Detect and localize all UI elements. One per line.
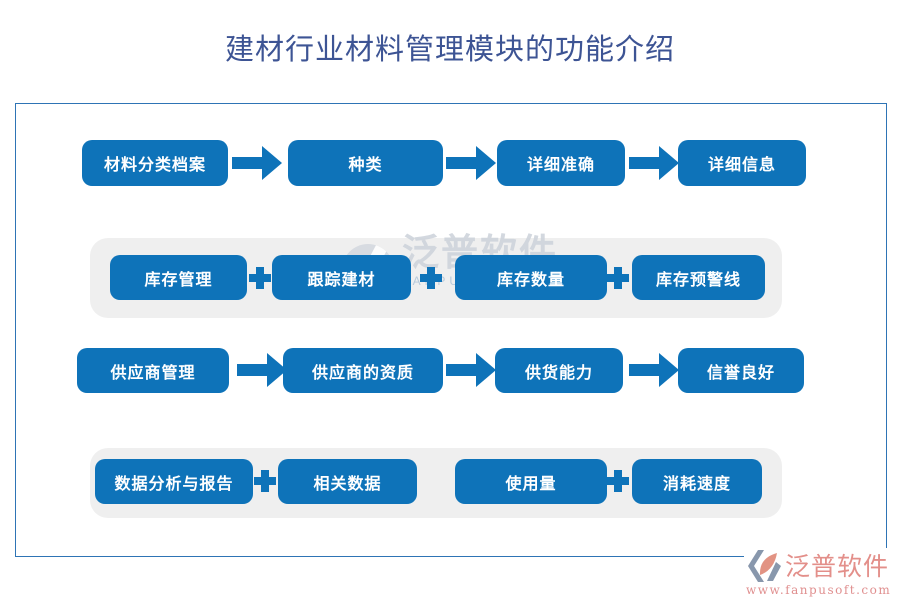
page-title: 建材行业材料管理模块的功能介绍 xyxy=(224,32,675,66)
plus-icon xyxy=(607,267,629,289)
node-detail-info: 详细信息 xyxy=(678,140,806,186)
node-supply-capacity: 供货能力 xyxy=(495,348,623,393)
node-good-reputation: 信誉良好 xyxy=(678,348,804,393)
node-accurate-detail: 详细准确 xyxy=(497,140,625,186)
node-supplier-mgmt: 供应商管理 xyxy=(77,348,229,393)
fanpu-logo-icon xyxy=(748,550,781,582)
node-type: 种类 xyxy=(288,140,443,186)
fanpu-logo: 泛普软件 www.fanpusoft.com xyxy=(744,548,894,597)
fanpu-logo-text: 泛普软件 xyxy=(785,551,890,581)
node-material-archive: 材料分类档案 xyxy=(82,140,228,186)
node-supplier-qualification: 供应商的资质 xyxy=(283,348,443,393)
arrow-icon xyxy=(446,353,496,387)
fanpu-logo-url: www.fanpusoft.com xyxy=(746,583,892,597)
node-data-analysis-report: 数据分析与报告 xyxy=(95,459,253,504)
arrow-icon xyxy=(232,146,282,180)
arrow-icon xyxy=(237,353,287,387)
arrow-icon xyxy=(629,146,679,180)
arrow-icon xyxy=(446,146,496,180)
arrow-icon xyxy=(629,353,679,387)
plus-icon xyxy=(607,470,629,492)
node-inventory-mgmt: 库存管理 xyxy=(110,255,247,300)
node-track-materials: 跟踪建材 xyxy=(272,255,411,300)
node-consumption-rate: 消耗速度 xyxy=(632,459,762,504)
node-related-data: 相关数据 xyxy=(278,459,417,504)
node-inventory-qty: 库存数量 xyxy=(455,255,607,300)
plus-icon xyxy=(249,267,271,289)
plus-icon xyxy=(254,470,276,492)
node-usage-amount: 使用量 xyxy=(455,459,607,504)
node-inventory-alert-line: 库存预警线 xyxy=(632,255,765,300)
plus-icon xyxy=(420,267,442,289)
